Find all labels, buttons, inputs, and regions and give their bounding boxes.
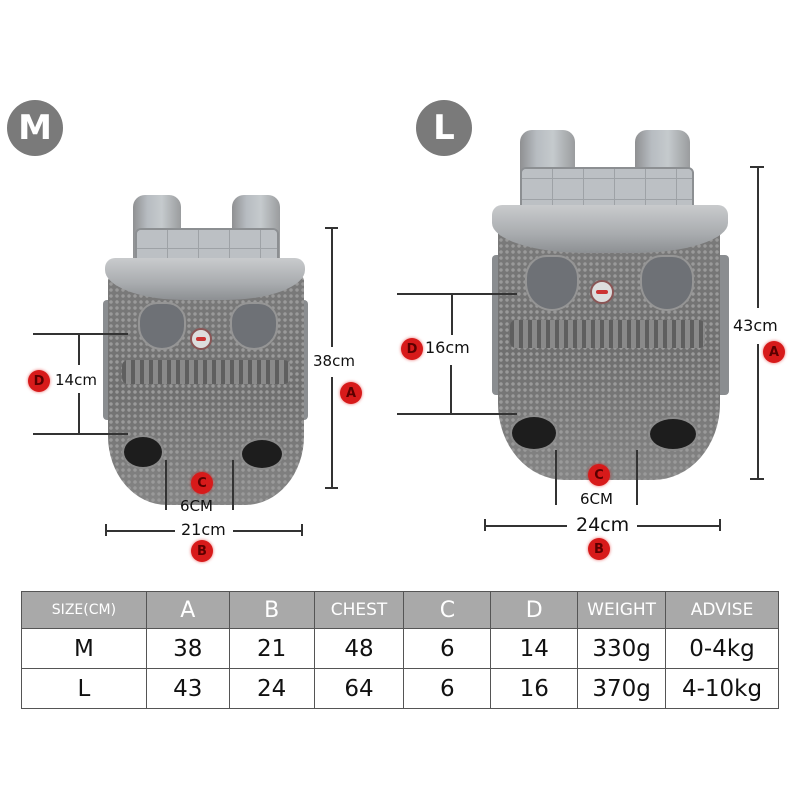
carrier-image-l bbox=[480, 125, 735, 485]
header-chest: CHEST bbox=[313, 591, 405, 629]
rear-leg-hole-right bbox=[240, 438, 284, 470]
header-a: A bbox=[145, 591, 230, 629]
elastic-gather bbox=[510, 320, 705, 348]
padded-collar bbox=[492, 205, 728, 253]
header-size: SIZE(CM) bbox=[21, 591, 147, 629]
cell-size: M bbox=[21, 628, 147, 669]
dim-d-value-m: 14cm bbox=[55, 371, 97, 389]
marker-d-l: D bbox=[401, 338, 423, 360]
marker-c-l: C bbox=[588, 464, 610, 486]
size-chart-table: SIZE(CM) A B CHEST C D WEIGHT ADVISE M 3… bbox=[21, 591, 779, 709]
dim-c-right-line-l bbox=[636, 450, 638, 505]
cell-a: 43 bbox=[145, 668, 230, 709]
dim-c-right-line-m bbox=[232, 460, 234, 510]
cell-weight: 330g bbox=[577, 628, 667, 669]
cell-d: 16 bbox=[490, 668, 579, 709]
dim-d-value-l: 16cm bbox=[425, 338, 470, 357]
dim-b-hline-right-l bbox=[637, 525, 720, 527]
dim-b-value-m: 21cm bbox=[181, 520, 226, 539]
dim-d-bottom-line-m bbox=[33, 433, 128, 435]
cell-a: 38 bbox=[145, 628, 230, 669]
dim-d-top-line-m bbox=[33, 333, 128, 335]
cell-d: 14 bbox=[490, 628, 579, 669]
dim-d-vline-bottom-l bbox=[450, 365, 452, 413]
marker-a-l: A bbox=[763, 341, 785, 363]
dim-b-right-cap-m bbox=[301, 524, 303, 536]
front-leg-hole-right bbox=[640, 255, 694, 311]
dim-a-vline-bottom-m bbox=[331, 377, 333, 487]
cell-chest: 64 bbox=[313, 668, 405, 709]
dim-d-vline-bottom-m bbox=[78, 393, 80, 433]
dim-b-value-l: 24cm bbox=[576, 514, 630, 536]
cell-chest: 48 bbox=[313, 628, 405, 669]
cell-size: L bbox=[21, 668, 147, 709]
cell-c: 6 bbox=[403, 628, 492, 669]
dim-a-vline-top-l bbox=[757, 166, 759, 308]
front-leg-hole-right bbox=[230, 302, 278, 350]
front-leg-hole-left bbox=[525, 255, 579, 311]
header-weight: WEIGHT bbox=[577, 591, 667, 629]
dim-a-vline-bottom-l bbox=[757, 344, 759, 478]
dim-d-top-line-l bbox=[397, 293, 517, 295]
dim-b-hline-left-l bbox=[484, 525, 567, 527]
padded-collar bbox=[105, 258, 305, 300]
cell-weight: 370g bbox=[577, 668, 667, 709]
dim-a-value-m: 38cm bbox=[313, 352, 355, 370]
marker-c-m: C bbox=[191, 472, 213, 494]
dim-a-bottom-cap-l bbox=[750, 478, 764, 480]
cell-b: 24 bbox=[228, 668, 315, 709]
size-badge-l: L bbox=[416, 100, 472, 156]
size-badge-m: M bbox=[7, 100, 63, 156]
rear-leg-hole-left bbox=[122, 435, 164, 469]
table-header-row: SIZE(CM) A B CHEST C D WEIGHT ADVISE bbox=[21, 591, 779, 629]
rear-leg-hole-left bbox=[510, 415, 558, 451]
dim-c-left-line-l bbox=[555, 450, 557, 505]
dim-b-hline-right-m bbox=[233, 530, 303, 532]
cell-b: 21 bbox=[228, 628, 315, 669]
header-advise: ADVISE bbox=[665, 591, 779, 629]
marker-b-m: B bbox=[191, 540, 213, 562]
dim-d-vline-top-l bbox=[451, 293, 453, 335]
header-b: B bbox=[228, 591, 315, 629]
cell-advise: 4-10kg bbox=[665, 668, 779, 709]
carrier-image-m bbox=[100, 190, 310, 510]
dim-c-value-m: 6CM bbox=[180, 497, 213, 515]
dim-a-value-l: 43cm bbox=[733, 316, 778, 335]
bone-logo-badge bbox=[590, 280, 614, 304]
marker-a-m: A bbox=[340, 382, 362, 404]
dim-c-left-line-m bbox=[165, 460, 167, 510]
dim-d-vline-top-m bbox=[78, 333, 80, 365]
front-leg-hole-left bbox=[138, 302, 186, 350]
dim-a-bottom-cap-m bbox=[325, 487, 338, 489]
marker-b-l: B bbox=[588, 538, 610, 560]
cell-c: 6 bbox=[403, 668, 492, 709]
header-c: C bbox=[403, 591, 492, 629]
dim-c-value-l: 6CM bbox=[580, 490, 613, 508]
cell-advise: 0-4kg bbox=[665, 628, 779, 669]
dim-b-hline-left-m bbox=[105, 530, 175, 532]
dim-d-bottom-line-l bbox=[397, 413, 517, 415]
bone-logo-badge bbox=[190, 328, 212, 350]
elastic-gather bbox=[122, 360, 290, 384]
header-d: D bbox=[490, 591, 579, 629]
dim-a-vline-top-m bbox=[331, 227, 333, 347]
rear-leg-hole-right bbox=[648, 417, 698, 451]
table-row: L 43 24 64 6 16 370g 4-10kg bbox=[21, 668, 779, 709]
table-row: M 38 21 48 6 14 330g 0-4kg bbox=[21, 628, 779, 669]
dim-b-right-cap-l bbox=[719, 519, 721, 531]
marker-d-m: D bbox=[28, 370, 50, 392]
